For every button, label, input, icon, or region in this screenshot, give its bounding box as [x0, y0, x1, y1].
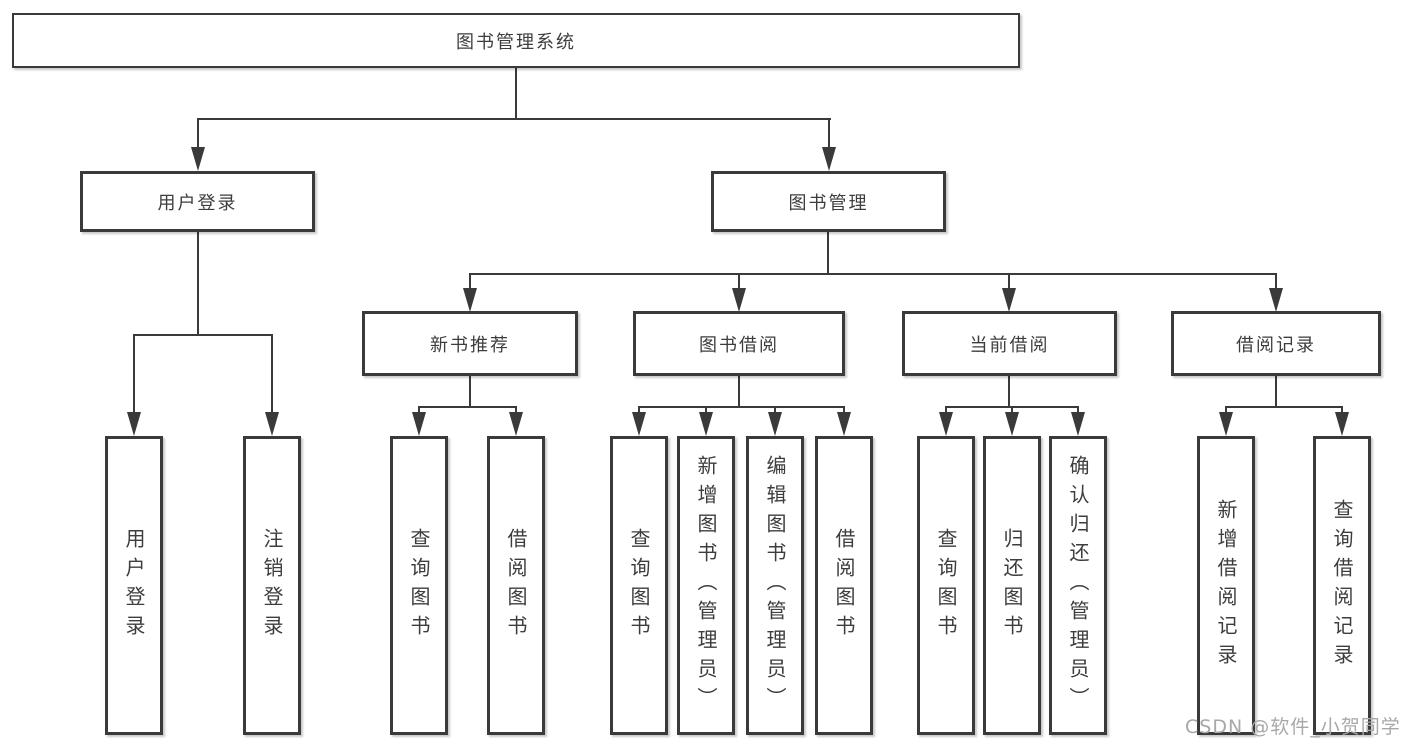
node-label: 借阅图书: [832, 527, 856, 644]
arrow-down-icon: [768, 412, 782, 436]
leaf-logout-login: 注销登录: [243, 436, 301, 735]
connector-line: [738, 273, 740, 291]
connector-line: [469, 376, 471, 408]
node-label: 图书管理系统: [456, 31, 576, 53]
node-library-management-system: 图书管理系统: [12, 13, 1020, 68]
node-label: 编辑图书（管理员）: [763, 455, 787, 716]
connector-line: [1225, 406, 1227, 416]
connector-line: [515, 406, 517, 416]
connector-line: [469, 273, 1277, 275]
connector-line: [638, 406, 640, 416]
node-label: 新增借阅记录: [1214, 498, 1238, 673]
node-label: 确认归还（管理员）: [1066, 455, 1090, 716]
arrow-down-icon: [732, 288, 746, 312]
arrow-down-icon: [1219, 412, 1233, 436]
arrow-down-icon: [412, 412, 426, 436]
connector-line: [1008, 273, 1010, 291]
node-label: 当前借阅: [969, 334, 1050, 356]
node-label: 用户登录: [122, 527, 146, 644]
connector-line: [133, 334, 273, 336]
connector-line: [638, 406, 845, 408]
leaf-return-books: 归还图书: [983, 436, 1041, 735]
arrow-down-icon: [939, 412, 953, 436]
arrow-down-icon: [822, 147, 836, 171]
leaf-borrow-books-borrowing: 借阅图书: [815, 436, 873, 735]
node-book-management: 图书管理: [711, 171, 946, 232]
leaf-query-books-borrowing: 查询图书: [610, 436, 668, 735]
connector-line: [1077, 406, 1079, 416]
arrow-down-icon: [1002, 288, 1016, 312]
leaf-borrow-books-recommend: 借阅图书: [487, 436, 545, 735]
arrow-down-icon: [265, 412, 279, 436]
connector-line: [418, 406, 517, 408]
connector-line: [1225, 406, 1343, 408]
node-label: 查询借阅记录: [1330, 498, 1354, 673]
leaf-query-books-recommend: 查询图书: [390, 436, 448, 735]
connector-line: [1008, 376, 1010, 408]
node-label: 查询图书: [627, 527, 651, 644]
leaf-query-books-current: 查询图书: [917, 436, 975, 735]
node-label: 图书管理: [788, 192, 869, 214]
arrow-down-icon: [463, 288, 477, 312]
node-label: 图书借阅: [699, 334, 779, 356]
connector-line: [774, 406, 776, 416]
leaf-add-borrow-record: 新增借阅记录: [1197, 436, 1255, 735]
node-label: 归还图书: [1000, 527, 1024, 644]
csdn-watermark: CSDN @软件_小贺同学: [1185, 716, 1401, 738]
arrow-down-icon: [127, 412, 141, 436]
arrow-down-icon: [509, 412, 523, 436]
node-label: 借阅图书: [504, 527, 528, 644]
node-label: 用户登录: [157, 192, 238, 214]
connector-line: [1011, 406, 1013, 416]
connector-line: [945, 406, 947, 416]
node-borrowing-records: 借阅记录: [1171, 311, 1381, 376]
leaf-confirm-return-admin: 确认归还（管理员）: [1049, 436, 1107, 735]
node-book-borrowing: 图书借阅: [633, 311, 845, 376]
node-label: 查询图书: [934, 527, 958, 644]
node-new-book-recommendation: 新书推荐: [362, 311, 578, 376]
leaf-edit-book-admin: 编辑图书（管理员）: [746, 436, 804, 735]
arrow-down-icon: [1005, 412, 1019, 436]
connector-line: [705, 406, 707, 416]
node-current-borrowing: 当前借阅: [902, 311, 1117, 376]
connector-line: [827, 232, 829, 275]
connector-line: [738, 376, 740, 408]
arrow-down-icon: [1335, 412, 1349, 436]
arrow-down-icon: [699, 412, 713, 436]
connector-line: [197, 118, 831, 120]
arrow-down-icon: [837, 412, 851, 436]
connector-line: [133, 334, 135, 414]
arrow-down-icon: [1071, 412, 1085, 436]
arrow-down-icon: [632, 412, 646, 436]
node-label: 借阅记录: [1236, 334, 1316, 356]
node-label: 注销登录: [260, 527, 284, 644]
leaf-add-book-admin: 新增图书（管理员）: [677, 436, 735, 735]
connector-line: [271, 334, 273, 414]
connector-line: [828, 118, 830, 150]
node-label: 新书推荐: [430, 334, 510, 356]
node-label: 查询图书: [407, 527, 431, 644]
arrow-down-icon: [1269, 288, 1283, 312]
node-label: 新增图书（管理员）: [694, 455, 718, 716]
connector-line: [418, 406, 420, 416]
connector-line: [469, 273, 471, 291]
node-user-login: 用户登录: [80, 171, 315, 232]
connector-line: [197, 232, 199, 336]
connector-line: [843, 406, 845, 416]
leaf-query-borrow-record: 查询借阅记录: [1313, 436, 1371, 735]
connector-line: [1275, 376, 1277, 408]
connector-line: [197, 118, 199, 150]
leaf-user-login: 用户登录: [105, 436, 163, 735]
connector-line: [515, 68, 517, 118]
connector-line: [1341, 406, 1343, 416]
connector-line: [1275, 273, 1277, 291]
arrow-down-icon: [191, 147, 205, 171]
